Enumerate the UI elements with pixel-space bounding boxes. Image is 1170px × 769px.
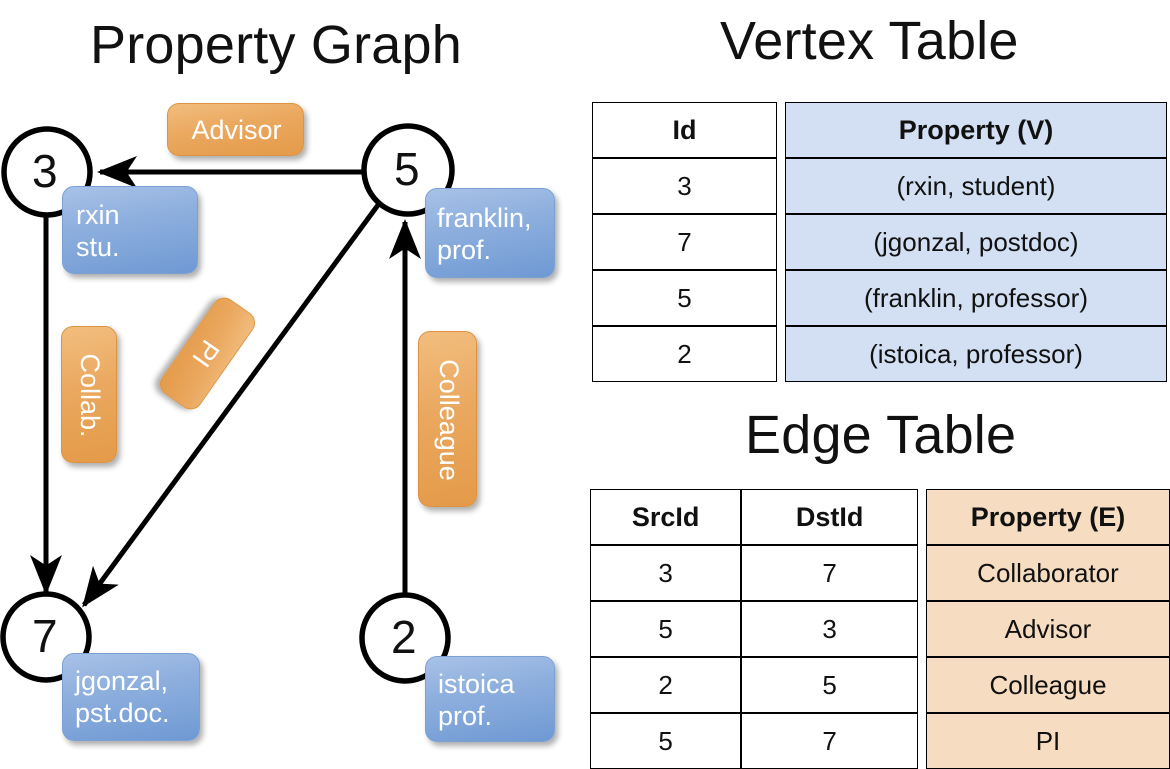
edge-table-cell-srcid: 5 — [590, 713, 742, 769]
table-row[interactable]: 3 (rxin, student) — [592, 158, 1167, 214]
edge-table-cell-dstid: 3 — [741, 601, 919, 657]
column-gap — [918, 713, 926, 769]
property-graph-diagram: 3 5 7 2 rxin stu. franklin, prof. jgonza… — [0, 0, 585, 760]
edge-label-collab: Collab. — [75, 353, 105, 438]
edge-table-header-property: Property (E) — [925, 489, 1170, 545]
page-title-property-graph: Property Graph — [90, 15, 462, 75]
edge-table-header-srcid: SrcId — [590, 489, 742, 545]
column-gap — [777, 102, 785, 158]
edge-table-cell-srcid: 5 — [590, 601, 742, 657]
edge-label-box-advisor[interactable]: Advisor — [167, 103, 304, 156]
column-gap — [918, 601, 926, 657]
edge-table-cell-property: PI — [925, 713, 1170, 769]
edge-table-cell-dstid: 7 — [741, 713, 919, 769]
column-gap — [777, 326, 785, 382]
edge-label-advisor: Advisor — [191, 115, 282, 145]
vertex-property-box-7[interactable]: jgonzal, pst.doc. — [62, 653, 200, 741]
edge-table-cell-dstid: 5 — [741, 657, 919, 713]
vertex-property-box-5-line2: prof. — [437, 235, 492, 265]
column-gap — [777, 214, 785, 270]
graph-edges-and-nodes — [0, 123, 455, 684]
edge-table: SrcId DstId Property (E) 3 7 Collaborato… — [590, 489, 1170, 769]
column-gap — [777, 158, 785, 214]
vertex-property-box-7-line2: pst.doc. — [75, 698, 170, 728]
column-gap — [918, 657, 926, 713]
table-row[interactable]: 5 7 PI — [590, 713, 1170, 769]
edge-table-cell-property: Colleague — [925, 657, 1170, 713]
vertex-table-cell-id: 3 — [592, 158, 777, 214]
vertex-property-box-5[interactable]: franklin, prof. — [425, 188, 555, 278]
vertex-table-cell-property: (rxin, student) — [785, 158, 1167, 214]
table-row[interactable]: 5 3 Advisor — [590, 601, 1170, 657]
vertex-property-box-3-line1: rxin — [76, 200, 120, 230]
page-title-edge-table: Edge Table — [745, 405, 1017, 465]
edge-5-to-7-pi — [81, 203, 381, 608]
vertex-table-cell-id: 5 — [592, 270, 777, 326]
edge-table-cell-property: Collaborator — [925, 545, 1170, 601]
vertex-table-cell-property: (franklin, professor) — [785, 270, 1167, 326]
vertex-table: Id Property (V) 3 (rxin, student) 7 (jgo… — [592, 102, 1167, 382]
edge-table-cell-dstid: 7 — [741, 545, 919, 601]
column-gap — [918, 545, 926, 601]
vertex-table-cell-id: 7 — [592, 214, 777, 270]
vertex-property-box-5-line1: franklin, — [437, 203, 532, 233]
edge-label-box-collab[interactable]: Collab. — [61, 326, 117, 463]
table-row[interactable]: 2 (istoica, professor) — [592, 326, 1167, 382]
vertex-property-box-2-line1: istoica — [438, 669, 515, 699]
graph-node-circle-2[interactable] — [359, 592, 451, 684]
column-gap — [777, 270, 785, 326]
vertex-table-cell-property: (istoica, professor) — [785, 326, 1167, 382]
vertex-property-box-3-line2: stu. — [76, 232, 120, 262]
vertex-table-cell-id: 2 — [592, 326, 777, 382]
edge-table-cell-property: Advisor — [925, 601, 1170, 657]
vertex-table-header-property: Property (V) — [785, 102, 1167, 158]
vertex-table-header-id: Id — [592, 102, 777, 158]
edge-table-cell-srcid: 2 — [590, 657, 742, 713]
table-row[interactable]: 7 (jgonzal, postdoc) — [592, 214, 1167, 270]
page-title-vertex-table: Vertex Table — [720, 11, 1019, 71]
table-row[interactable]: 3 7 Collaborator — [590, 545, 1170, 601]
edge-table-header-dstid: DstId — [741, 489, 919, 545]
table-header-row: Id Property (V) — [592, 102, 1167, 158]
vertex-property-box-2-line2: prof. — [438, 701, 493, 731]
column-gap — [918, 489, 926, 545]
edge-label-box-colleague[interactable]: Colleague — [418, 331, 477, 507]
table-row[interactable]: 2 5 Colleague — [590, 657, 1170, 713]
vertex-property-box-3[interactable]: rxin stu. — [62, 186, 198, 274]
edge-label-colleague: Colleague — [434, 359, 464, 481]
table-row[interactable]: 5 (franklin, professor) — [592, 270, 1167, 326]
edge-table-cell-srcid: 3 — [590, 545, 742, 601]
vertex-property-box-7-line1: jgonzal, — [75, 666, 169, 696]
vertex-property-box-2[interactable]: istoica prof. — [425, 656, 555, 742]
table-header-row: SrcId DstId Property (E) — [590, 489, 1170, 545]
vertex-table-cell-property: (jgonzal, postdoc) — [785, 214, 1167, 270]
